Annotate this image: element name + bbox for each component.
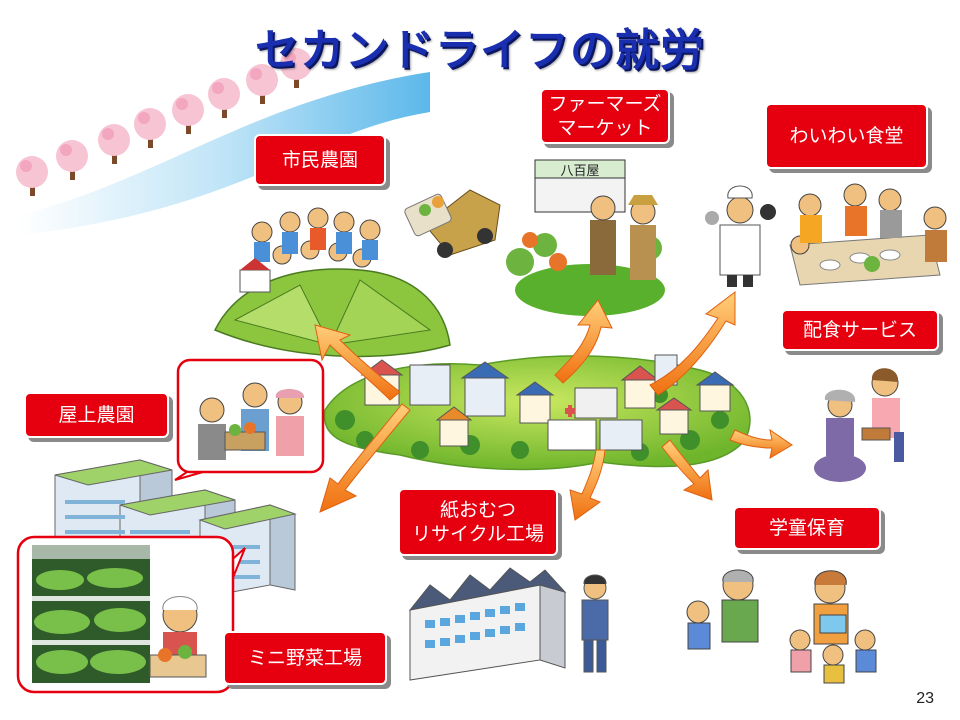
canteen-illustration bbox=[705, 183, 947, 287]
store-sign-text: 八百屋 bbox=[560, 164, 599, 179]
delivery-truck-illustration bbox=[404, 189, 501, 258]
label-haishoku-service: 配食サービス bbox=[781, 309, 939, 351]
central-town-illustration bbox=[323, 354, 751, 471]
arrow-to-community-farm bbox=[314, 324, 401, 401]
slide-title: セカンドライフの就労 bbox=[255, 25, 705, 76]
arrow-to-farmers-market bbox=[554, 299, 613, 384]
diners-table bbox=[789, 183, 947, 286]
childcare-illustration bbox=[686, 569, 877, 684]
diaper-recycling-factory-illustration bbox=[408, 567, 609, 681]
arrow-to-rooftop-farm bbox=[319, 403, 411, 513]
rooftop-farm-callout bbox=[174, 358, 325, 481]
farmer-figure bbox=[149, 596, 207, 678]
farmers-market-illustration: 八百屋 bbox=[506, 159, 665, 316]
label-gakudo-hoiku: 学童保育 bbox=[733, 506, 881, 550]
label-kami-omutsu: 紙おむつ リサイクル工場 bbox=[398, 488, 558, 556]
mini-vegetable-factory-callout bbox=[16, 535, 246, 694]
arrow-to-childcare bbox=[661, 439, 713, 501]
label-okujo-noen: 屋上農園 bbox=[24, 392, 169, 438]
label-shimin-noen: 市民農園 bbox=[254, 134, 386, 186]
arrow-to-canteen bbox=[649, 290, 736, 396]
cherry-trees bbox=[16, 48, 312, 196]
arrow-to-diaper-factory bbox=[569, 449, 606, 521]
worker-figure bbox=[581, 574, 609, 673]
meal-delivery-illustration bbox=[814, 368, 904, 482]
page-number: 23 bbox=[916, 690, 934, 707]
arrow-to-meal-delivery bbox=[729, 428, 793, 460]
direction-arrows bbox=[314, 290, 793, 521]
river bbox=[20, 72, 430, 235]
label-mini-yasai: ミニ野菜工場 bbox=[223, 631, 387, 685]
chef-figure bbox=[705, 185, 776, 287]
label-waiwai-shokudo: わいわい食堂 bbox=[765, 103, 928, 169]
label-farmers-market: ファーマーズ マーケット bbox=[540, 88, 670, 144]
community-farm-illustration bbox=[213, 207, 451, 358]
